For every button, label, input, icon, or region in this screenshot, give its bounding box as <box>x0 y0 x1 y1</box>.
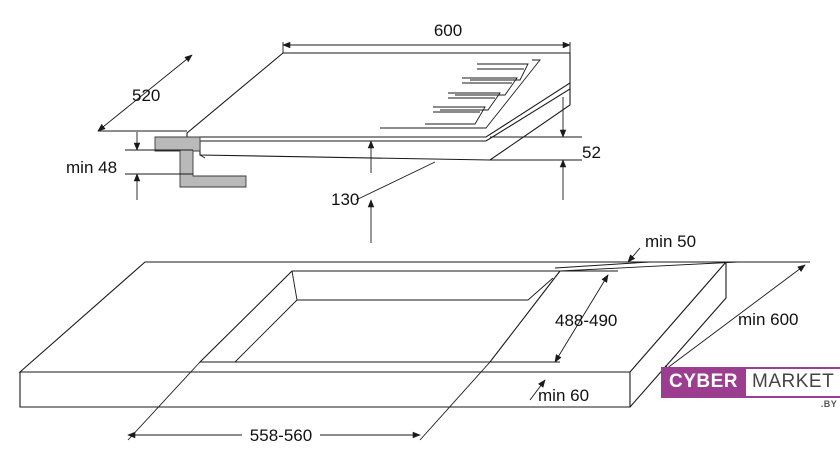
label-558-560: 558-560 <box>250 426 312 445</box>
dim-558-560: 558-560 <box>127 361 491 446</box>
label-520: 520 <box>132 86 160 105</box>
dim-600: 600 <box>282 21 571 53</box>
dim-52: 52 <box>490 97 601 200</box>
dim-488-490: 488-490 <box>490 270 618 363</box>
logo-right-label: MARKET <box>752 370 835 392</box>
label-488-490: 488-490 <box>555 311 617 330</box>
label-130: 130 <box>331 190 359 209</box>
label-min-48: min 48 <box>66 158 117 177</box>
mounting-bracket <box>154 136 247 188</box>
control-knobs <box>425 63 529 125</box>
dim-min-600: min 600 <box>661 261 810 373</box>
cybermarket-logo: CYBER MARKET .BY <box>661 364 840 409</box>
label-min-600: min 600 <box>738 310 798 329</box>
dim-min-48: min 48 <box>66 132 193 200</box>
dim-min-50: min 50 <box>554 232 739 272</box>
logo-sub-text: .BY <box>820 398 838 409</box>
worktop-drawing <box>18 261 728 408</box>
dim-520: 520 <box>97 54 193 132</box>
label-min-50: min 50 <box>645 232 696 251</box>
logo-right-text: MARKET .BY <box>746 366 840 409</box>
label-600: 600 <box>434 21 462 40</box>
label-min-60: min 60 <box>538 386 589 405</box>
dim-min-60: min 60 <box>529 379 589 405</box>
logo-left-text: CYBER <box>661 366 747 398</box>
hob-drawing <box>154 52 571 188</box>
cutout <box>198 270 562 363</box>
label-52: 52 <box>582 143 601 162</box>
dim-130: 130 <box>331 140 436 243</box>
